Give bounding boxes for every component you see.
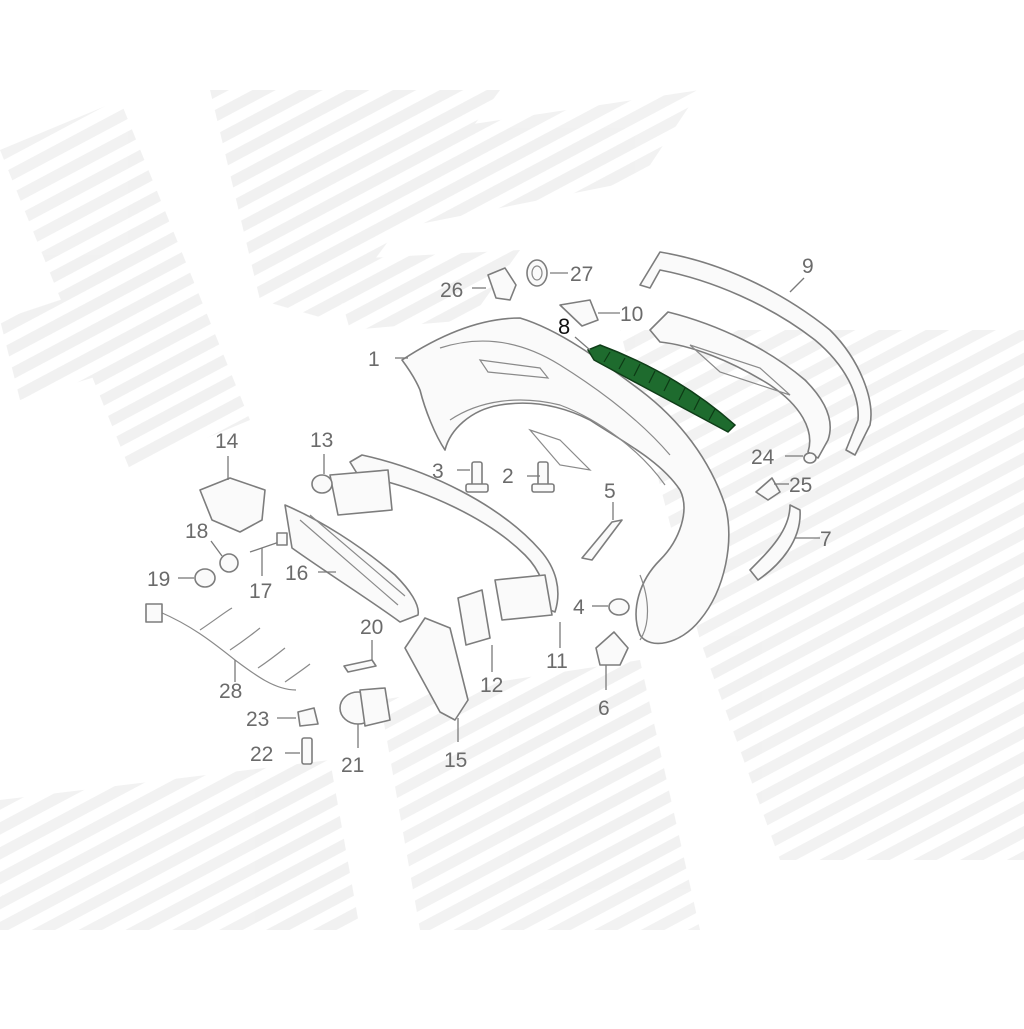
callout-26[interactable]: 26 xyxy=(440,279,463,302)
callout-5[interactable]: 5 xyxy=(604,480,616,503)
bracket-left-part[interactable] xyxy=(199,477,266,533)
callout-17[interactable]: 17 xyxy=(249,580,272,603)
callout-13[interactable]: 13 xyxy=(310,429,333,452)
wiring-harness-part[interactable] xyxy=(145,603,311,691)
clip-part-24[interactable] xyxy=(803,452,817,464)
screw-part-2[interactable] xyxy=(531,461,555,493)
rivet-part-20[interactable] xyxy=(343,659,377,673)
diffuser-insert-part[interactable] xyxy=(586,344,737,433)
callout-20[interactable]: 20 xyxy=(360,616,383,639)
callout-8[interactable]: 8 xyxy=(558,314,570,339)
callout-6[interactable]: 6 xyxy=(598,697,610,720)
bracket-part-10[interactable] xyxy=(559,299,599,327)
callout-28[interactable]: 28 xyxy=(219,680,242,703)
bolt-part-22[interactable] xyxy=(301,737,313,765)
bumper-trim-upper-part[interactable] xyxy=(639,251,872,456)
sensor-part-21[interactable] xyxy=(339,687,391,727)
callout-22[interactable]: 22 xyxy=(250,743,273,766)
bracket-part-26[interactable] xyxy=(487,267,517,301)
callout-23[interactable]: 23 xyxy=(246,708,269,731)
callout-21[interactable]: 21 xyxy=(341,754,364,777)
pin-part-17[interactable] xyxy=(249,532,288,553)
callout-7[interactable]: 7 xyxy=(820,528,832,551)
grommet-part-27[interactable] xyxy=(526,259,548,287)
mount-bracket-part[interactable] xyxy=(595,631,629,666)
washer-part-18[interactable] xyxy=(219,553,239,573)
callout-27[interactable]: 27 xyxy=(570,263,593,286)
callout-9[interactable]: 9 xyxy=(802,255,814,278)
cover-plate-part[interactable] xyxy=(457,589,491,646)
callout-14[interactable]: 14 xyxy=(215,430,239,453)
impact-bar-part[interactable] xyxy=(329,454,559,621)
callout-labels: 1 2 3 4 5 6 7 8 9 10 11 12 13 14 15 16 1… xyxy=(147,255,832,777)
callout-1[interactable]: 1 xyxy=(368,348,380,371)
energy-absorber-part[interactable] xyxy=(284,504,420,623)
callout-4[interactable]: 4 xyxy=(573,596,585,619)
nut-part[interactable] xyxy=(311,474,333,494)
callout-16[interactable]: 16 xyxy=(285,562,308,585)
callout-15[interactable]: 15 xyxy=(444,749,467,772)
callout-10[interactable]: 10 xyxy=(620,303,643,326)
callout-12[interactable]: 12 xyxy=(480,674,503,697)
nut-part-19[interactable] xyxy=(194,568,216,588)
callout-3[interactable]: 3 xyxy=(432,460,444,483)
callout-18[interactable]: 18 xyxy=(185,520,208,543)
callout-11[interactable]: 11 xyxy=(546,650,568,673)
leader-lines xyxy=(178,272,820,754)
side-trim-part[interactable] xyxy=(749,504,801,581)
callout-25[interactable]: 25 xyxy=(789,474,812,497)
clip-part-4[interactable] xyxy=(608,598,630,616)
clip-part-23[interactable] xyxy=(297,707,319,727)
watermark-logo xyxy=(0,90,1024,930)
callout-19[interactable]: 19 xyxy=(147,568,170,591)
side-bracket-part[interactable] xyxy=(404,617,469,721)
diffuser-frame-part[interactable] xyxy=(649,311,832,459)
retainer-strip-part[interactable] xyxy=(581,519,623,561)
callout-2[interactable]: 2 xyxy=(502,465,514,488)
screw-part-3[interactable] xyxy=(465,461,489,493)
callout-24[interactable]: 24 xyxy=(751,446,775,469)
